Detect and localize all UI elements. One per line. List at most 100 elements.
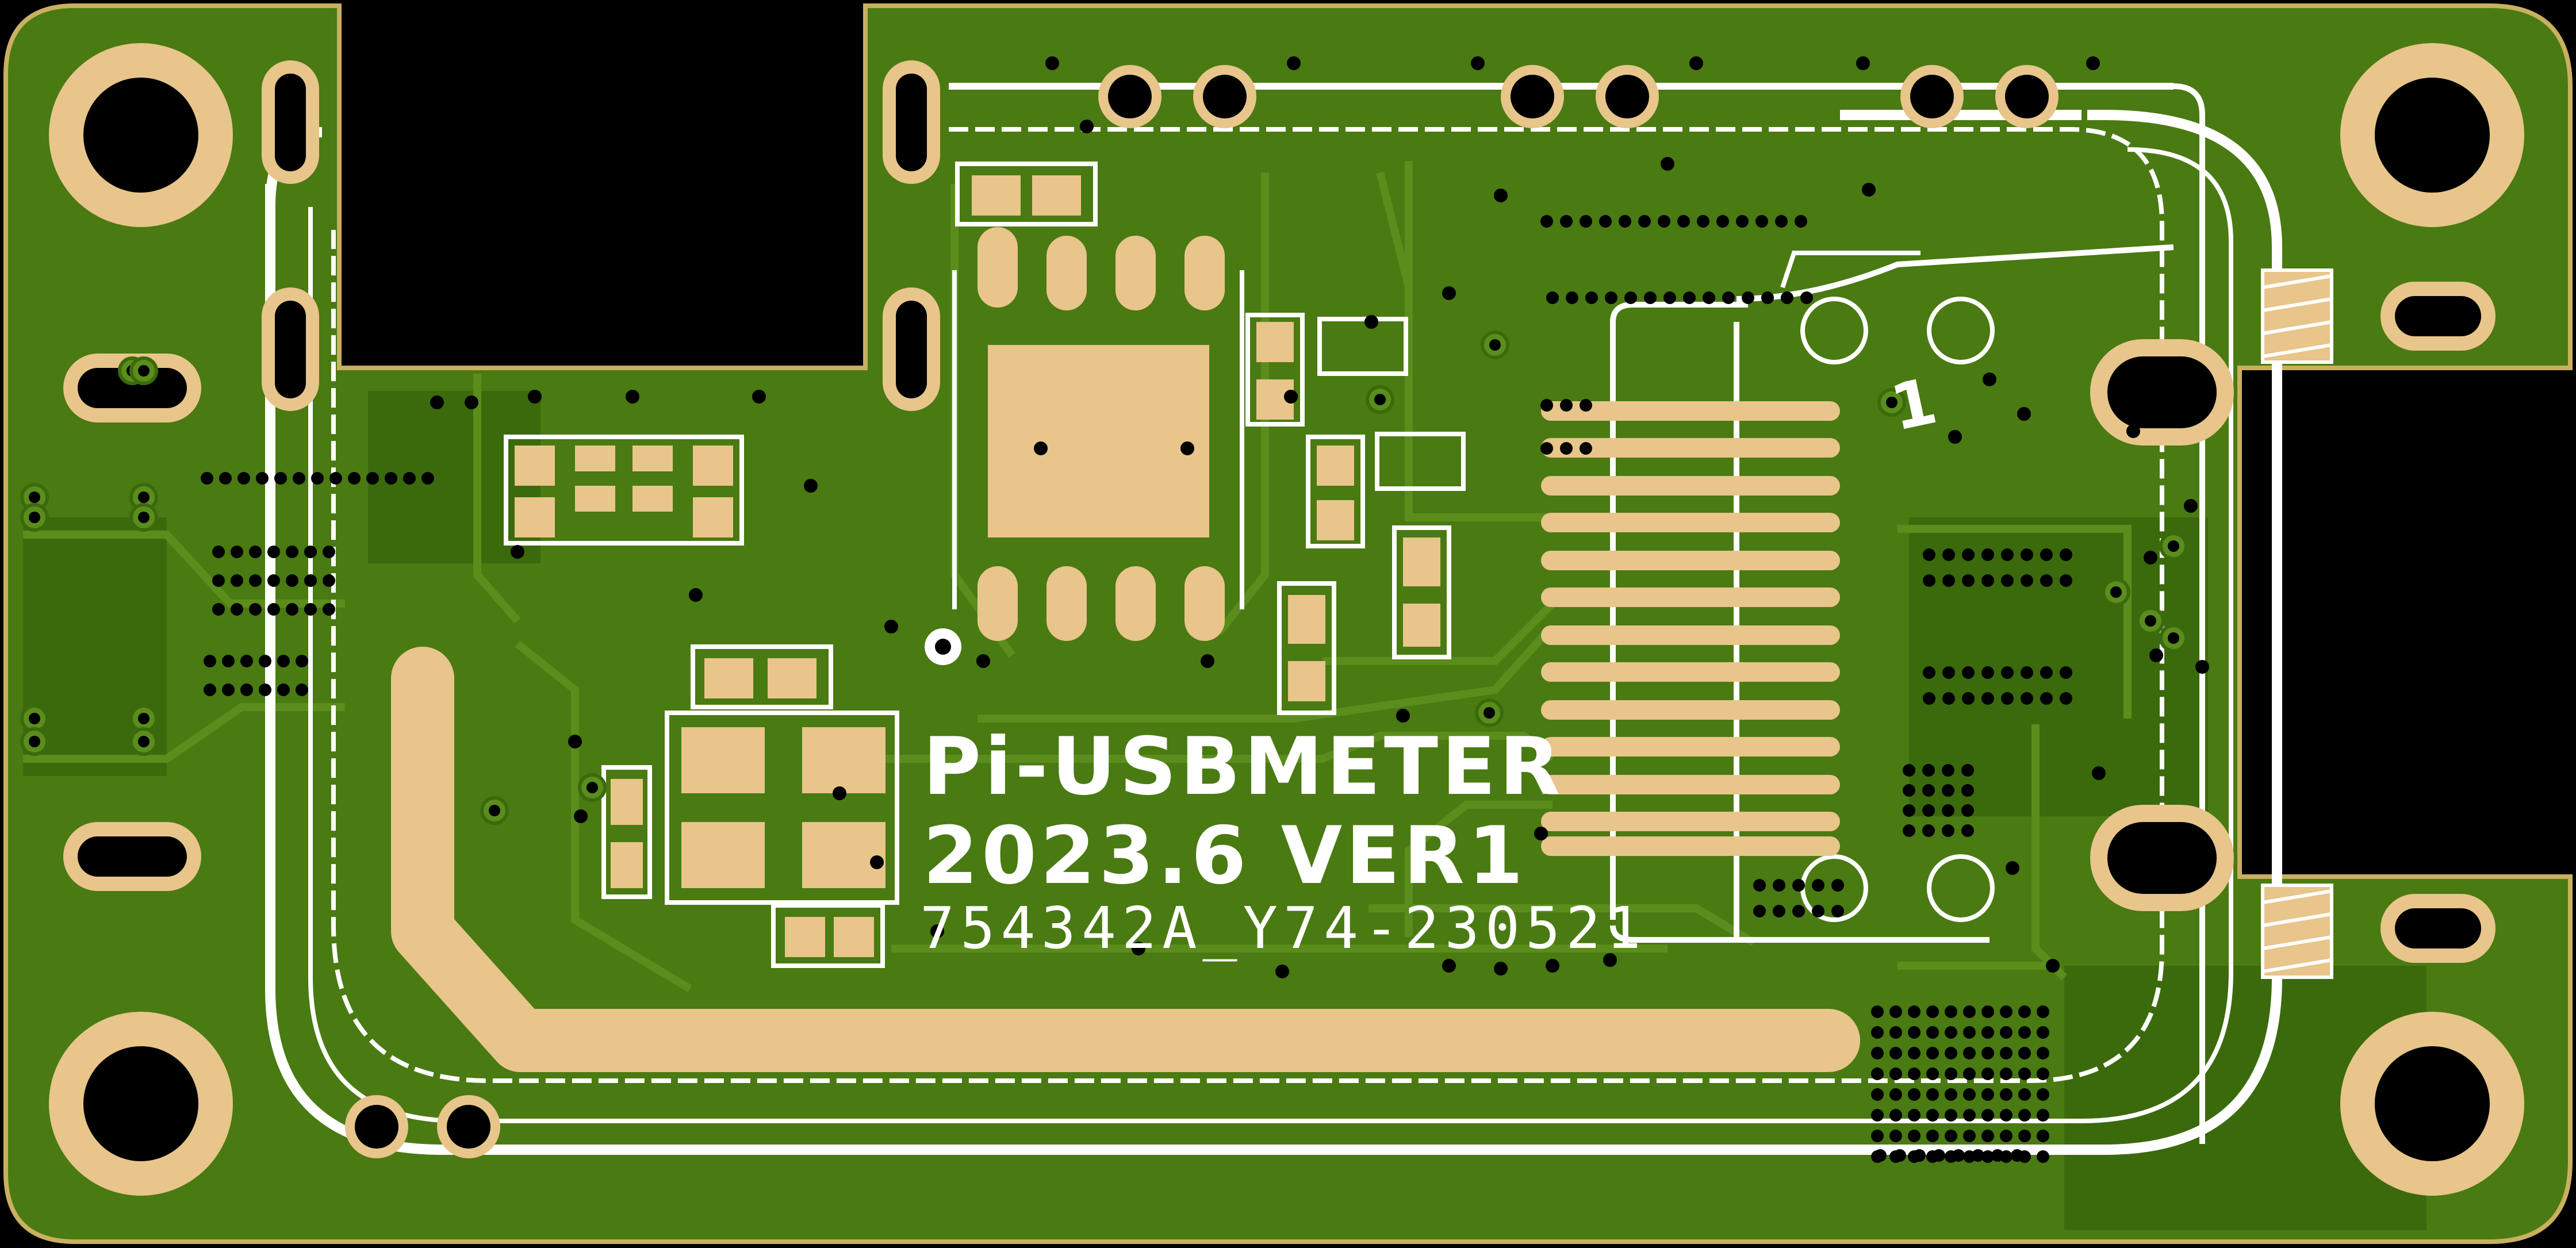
via-icon	[2195, 660, 2209, 674]
via-icon	[1889, 1088, 1902, 1101]
via-icon	[1945, 1026, 1957, 1039]
via-icon	[586, 782, 598, 793]
via-icon	[2299, 464, 2313, 478]
via-icon	[138, 491, 150, 503]
via-icon	[304, 546, 317, 558]
via-icon	[1546, 291, 1559, 304]
via-icon	[29, 512, 40, 523]
via-icon	[1903, 784, 1915, 797]
via-icon	[1903, 824, 1915, 837]
via-icon	[29, 736, 40, 747]
via-icon	[2018, 1130, 2031, 1142]
via-icon	[1287, 56, 1301, 70]
mounting-hole-icon	[49, 43, 2524, 1196]
via-icon	[1871, 1109, 1884, 1122]
via-icon	[1981, 1109, 1994, 1122]
via-icon	[2037, 1026, 2049, 1039]
via-icon	[20, 56, 2316, 1163]
via-icon	[1945, 1088, 1957, 1101]
via-icon	[1781, 291, 1793, 304]
via-icon	[1962, 574, 1975, 587]
via-icon	[1201, 654, 1214, 668]
header-holes	[345, 65, 2058, 1158]
via-icon	[1638, 215, 1651, 228]
via-icon	[1831, 905, 1844, 917]
via-icon	[1275, 965, 1289, 978]
via-icon	[1889, 1130, 1902, 1142]
via-icon	[1871, 1047, 1884, 1059]
via-icon	[286, 603, 298, 616]
via-icon	[1605, 291, 1617, 304]
via-icon	[323, 603, 335, 616]
via-icon	[1683, 291, 1696, 304]
via-icon	[323, 546, 335, 558]
via-icon	[403, 472, 416, 485]
via-icon	[1923, 692, 1935, 705]
via-icon	[1560, 215, 1573, 228]
via-icon	[1580, 399, 1592, 412]
via-icon	[1963, 1026, 1976, 1039]
via-icon	[1926, 1067, 1939, 1080]
via-icon	[212, 603, 225, 616]
via-icon	[1981, 1088, 1994, 1101]
via-icon	[2046, 959, 2060, 973]
via-icon	[1792, 905, 1805, 917]
via-icon	[2018, 1109, 2031, 1122]
via-icon	[1981, 1047, 1994, 1059]
via-icon	[1180, 441, 1194, 455]
via-icon	[1775, 215, 1788, 228]
via-icon	[1961, 784, 1974, 797]
via-icon	[259, 683, 271, 696]
via-icon	[1284, 390, 1298, 404]
via-icon	[2001, 574, 2014, 587]
board-version: 2023.6 VER1	[923, 809, 1527, 902]
via-icon	[1981, 548, 1994, 561]
via-icon	[1942, 804, 1954, 817]
via-icon	[1886, 397, 1897, 408]
via-icon	[385, 472, 397, 485]
via-icon	[1812, 905, 1824, 917]
via-icon	[1889, 1005, 1902, 1018]
via-icon	[259, 655, 271, 667]
via-icon	[1893, 1149, 1906, 1162]
via-icon	[1913, 1149, 1926, 1162]
via-icon	[1080, 120, 1094, 133]
via-icon	[1945, 1005, 1957, 1018]
via-icon	[1374, 394, 1386, 405]
via-icon	[2145, 615, 2156, 627]
via-icon	[1677, 215, 1690, 228]
via-icon	[1534, 827, 1548, 840]
via-icon	[752, 390, 766, 404]
via-icon	[1871, 1026, 1884, 1039]
via-icon	[1580, 215, 1592, 228]
via-icon	[348, 472, 361, 485]
via-icon	[1442, 959, 1456, 973]
via-icon	[1560, 442, 1573, 455]
via-icon	[296, 683, 308, 696]
via-icon	[249, 603, 262, 616]
via-icon	[231, 603, 243, 616]
via-icon	[1703, 291, 1715, 304]
via-icon	[2000, 1047, 2012, 1059]
via-icon	[1991, 1149, 2004, 1162]
via-icon	[1963, 1005, 1976, 1018]
via-icon	[1742, 291, 1754, 304]
via-icon	[930, 924, 944, 938]
via-icon	[249, 546, 262, 558]
via-icon	[1753, 905, 1766, 917]
via-icon	[1889, 1109, 1902, 1122]
via-icon	[2040, 574, 2053, 587]
via-icon	[2149, 648, 2163, 662]
via-icon	[870, 855, 884, 869]
via-icon	[1489, 339, 1501, 351]
via-icon	[1494, 189, 1508, 202]
via-icon	[2060, 692, 2072, 705]
via-icon	[1962, 692, 1975, 705]
via-icon	[1926, 1109, 1939, 1122]
via-icon	[1603, 953, 1617, 967]
via-icon	[1661, 157, 1674, 171]
via-icon	[1926, 1026, 1939, 1039]
via-icon	[212, 546, 225, 558]
via-icon	[2000, 1005, 2012, 1018]
